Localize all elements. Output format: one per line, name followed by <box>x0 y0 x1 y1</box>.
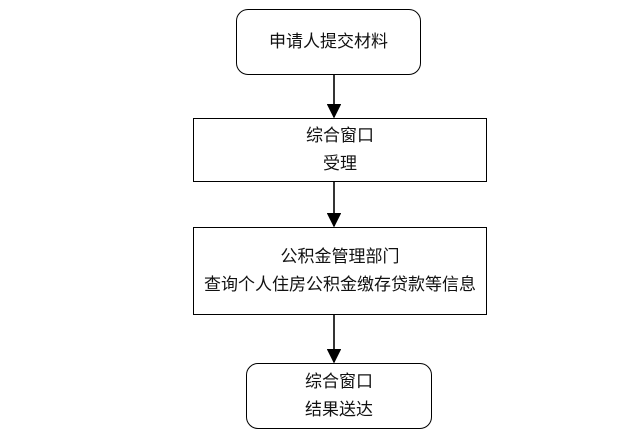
step-fund-management-title: 公积金管理部门 <box>280 247 400 267</box>
step-window-acceptance-title: 综合窗口 <box>306 126 374 146</box>
step-submit-materials-label: 申请人提交材料 <box>269 32 388 52</box>
step-fund-management-detail: 查询个人住房公积金缴存贷款等信息 <box>204 275 476 295</box>
step-window-acceptance: 综合窗口 受理 <box>193 118 487 182</box>
step-window-acceptance-detail: 受理 <box>323 154 357 174</box>
step-result-delivery-title: 综合窗口 <box>305 372 373 392</box>
step-result-delivery-detail: 结果送达 <box>305 400 373 420</box>
step-result-delivery: 综合窗口 结果送达 <box>246 363 432 429</box>
step-submit-materials: 申请人提交材料 <box>236 9 421 75</box>
step-fund-management-query: 公积金管理部门 查询个人住房公积金缴存贷款等信息 <box>193 227 487 315</box>
